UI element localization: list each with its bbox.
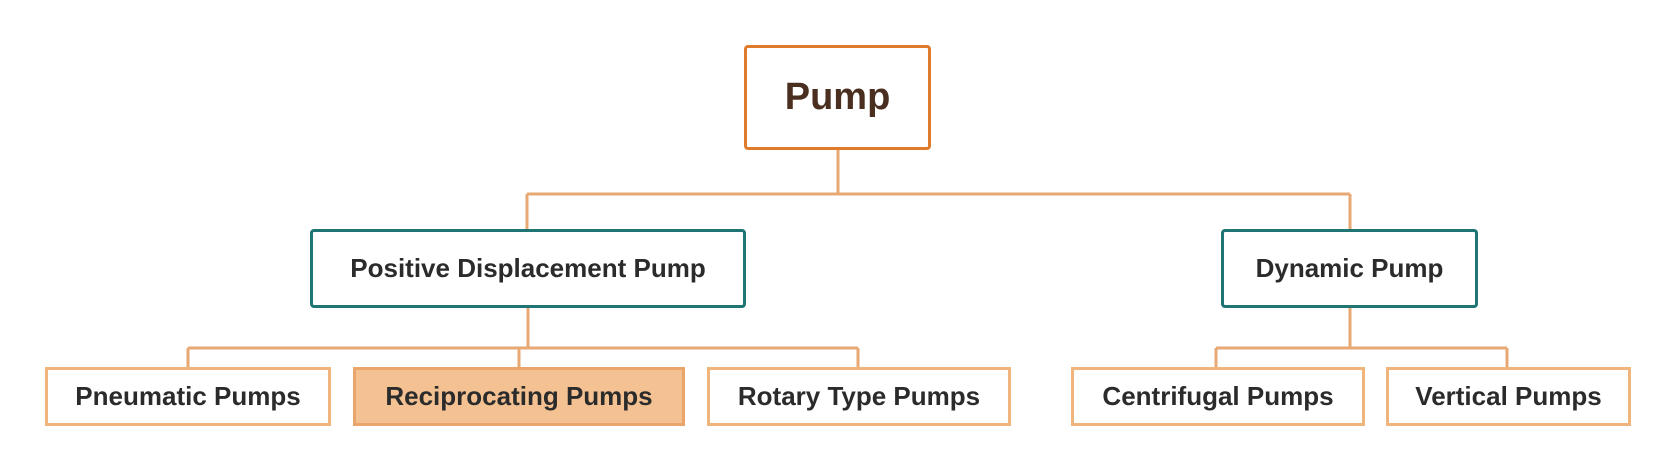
node-centrifugal-pumps[interactable]: Centrifugal Pumps bbox=[1071, 367, 1365, 426]
node-dynamic-pump[interactable]: Dynamic Pump bbox=[1221, 229, 1478, 308]
node-pump[interactable]: Pump bbox=[744, 45, 931, 150]
node-centrifugal-pumps-label: Centrifugal Pumps bbox=[1102, 381, 1334, 411]
node-dynamic-pump-label: Dynamic Pump bbox=[1255, 253, 1444, 283]
node-vertical-pumps[interactable]: Vertical Pumps bbox=[1386, 367, 1631, 426]
node-pneumatic-pumps[interactable]: Pneumatic Pumps bbox=[45, 367, 331, 426]
node-pneumatic-pumps-label: Pneumatic Pumps bbox=[75, 381, 301, 411]
node-positive-displacement-pump-label: Positive Displacement Pump bbox=[350, 253, 706, 283]
node-reciprocating-pumps[interactable]: Reciprocating Pumps bbox=[353, 367, 685, 426]
node-positive-displacement-pump[interactable]: Positive Displacement Pump bbox=[310, 229, 746, 308]
node-rotary-type-pumps[interactable]: Rotary Type Pumps bbox=[707, 367, 1011, 426]
node-vertical-pumps-label: Vertical Pumps bbox=[1415, 381, 1602, 411]
node-rotary-type-pumps-label: Rotary Type Pumps bbox=[737, 381, 981, 411]
node-pump-label: Pump bbox=[784, 76, 891, 118]
node-reciprocating-pumps-label: Reciprocating Pumps bbox=[385, 381, 653, 411]
